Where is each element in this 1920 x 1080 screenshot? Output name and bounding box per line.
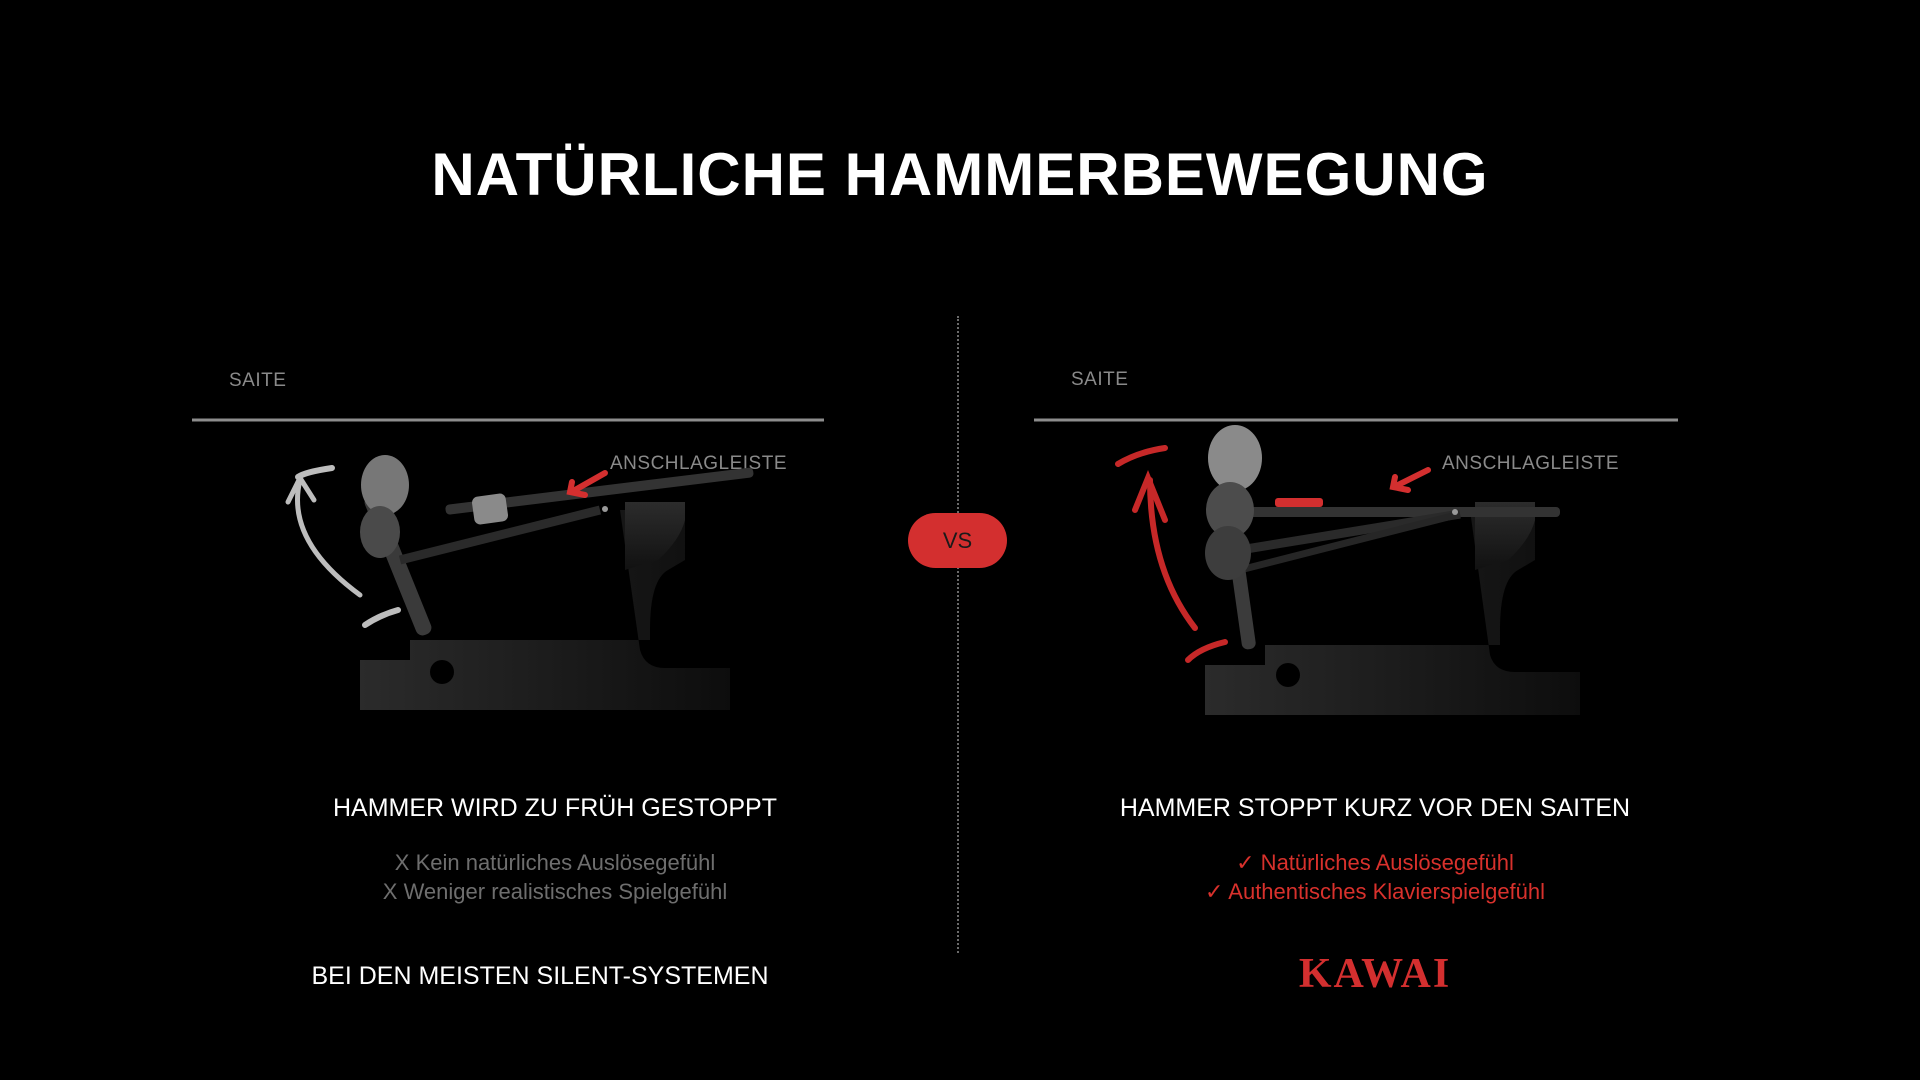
left-string-label: SAITE: [229, 370, 287, 391]
left-footer-caption: BEI DEN MEISTEN SILENT-SYSTEMEN: [311, 962, 769, 990]
right-heading: HAMMER STOPPT KURZ VOR DEN SAITEN: [1119, 794, 1631, 822]
kawai-logo: KAWAI: [1298, 951, 1452, 997]
right-point-1: ✓ Natürliches Auslösegefühl: [1236, 850, 1514, 875]
right-hammer-diagram: [1034, 418, 1678, 715]
center-divider: [957, 316, 959, 953]
right-string-label: SAITE: [1071, 369, 1129, 390]
left-point-2: X Weniger realistisches Spielgefühl: [382, 879, 728, 904]
right-rail-label: ANSCHLAGLEISTE: [1442, 453, 1619, 474]
right-motion-arrows: [1115, 445, 1228, 663]
vs-badge: VS: [908, 513, 1007, 568]
left-heading: HAMMER WIRD ZU FRÜH GESTOPPT: [333, 794, 777, 822]
left-hammer-diagram: [192, 418, 824, 710]
page-title: NATÜRLICHE HAMMERBEWEGUNG: [431, 141, 1489, 208]
right-red-arrow: [1389, 467, 1431, 493]
left-action-mechanism: [360, 455, 754, 710]
left-point-1: X Kein natürliches Auslösegefühl: [394, 850, 716, 875]
right-action-mechanism: [1205, 425, 1580, 715]
left-motion-arrows: [285, 465, 401, 628]
right-point-2: ✓ Authentisches Klavierspielgefühl: [1204, 879, 1546, 904]
left-red-arrow: [566, 470, 608, 498]
